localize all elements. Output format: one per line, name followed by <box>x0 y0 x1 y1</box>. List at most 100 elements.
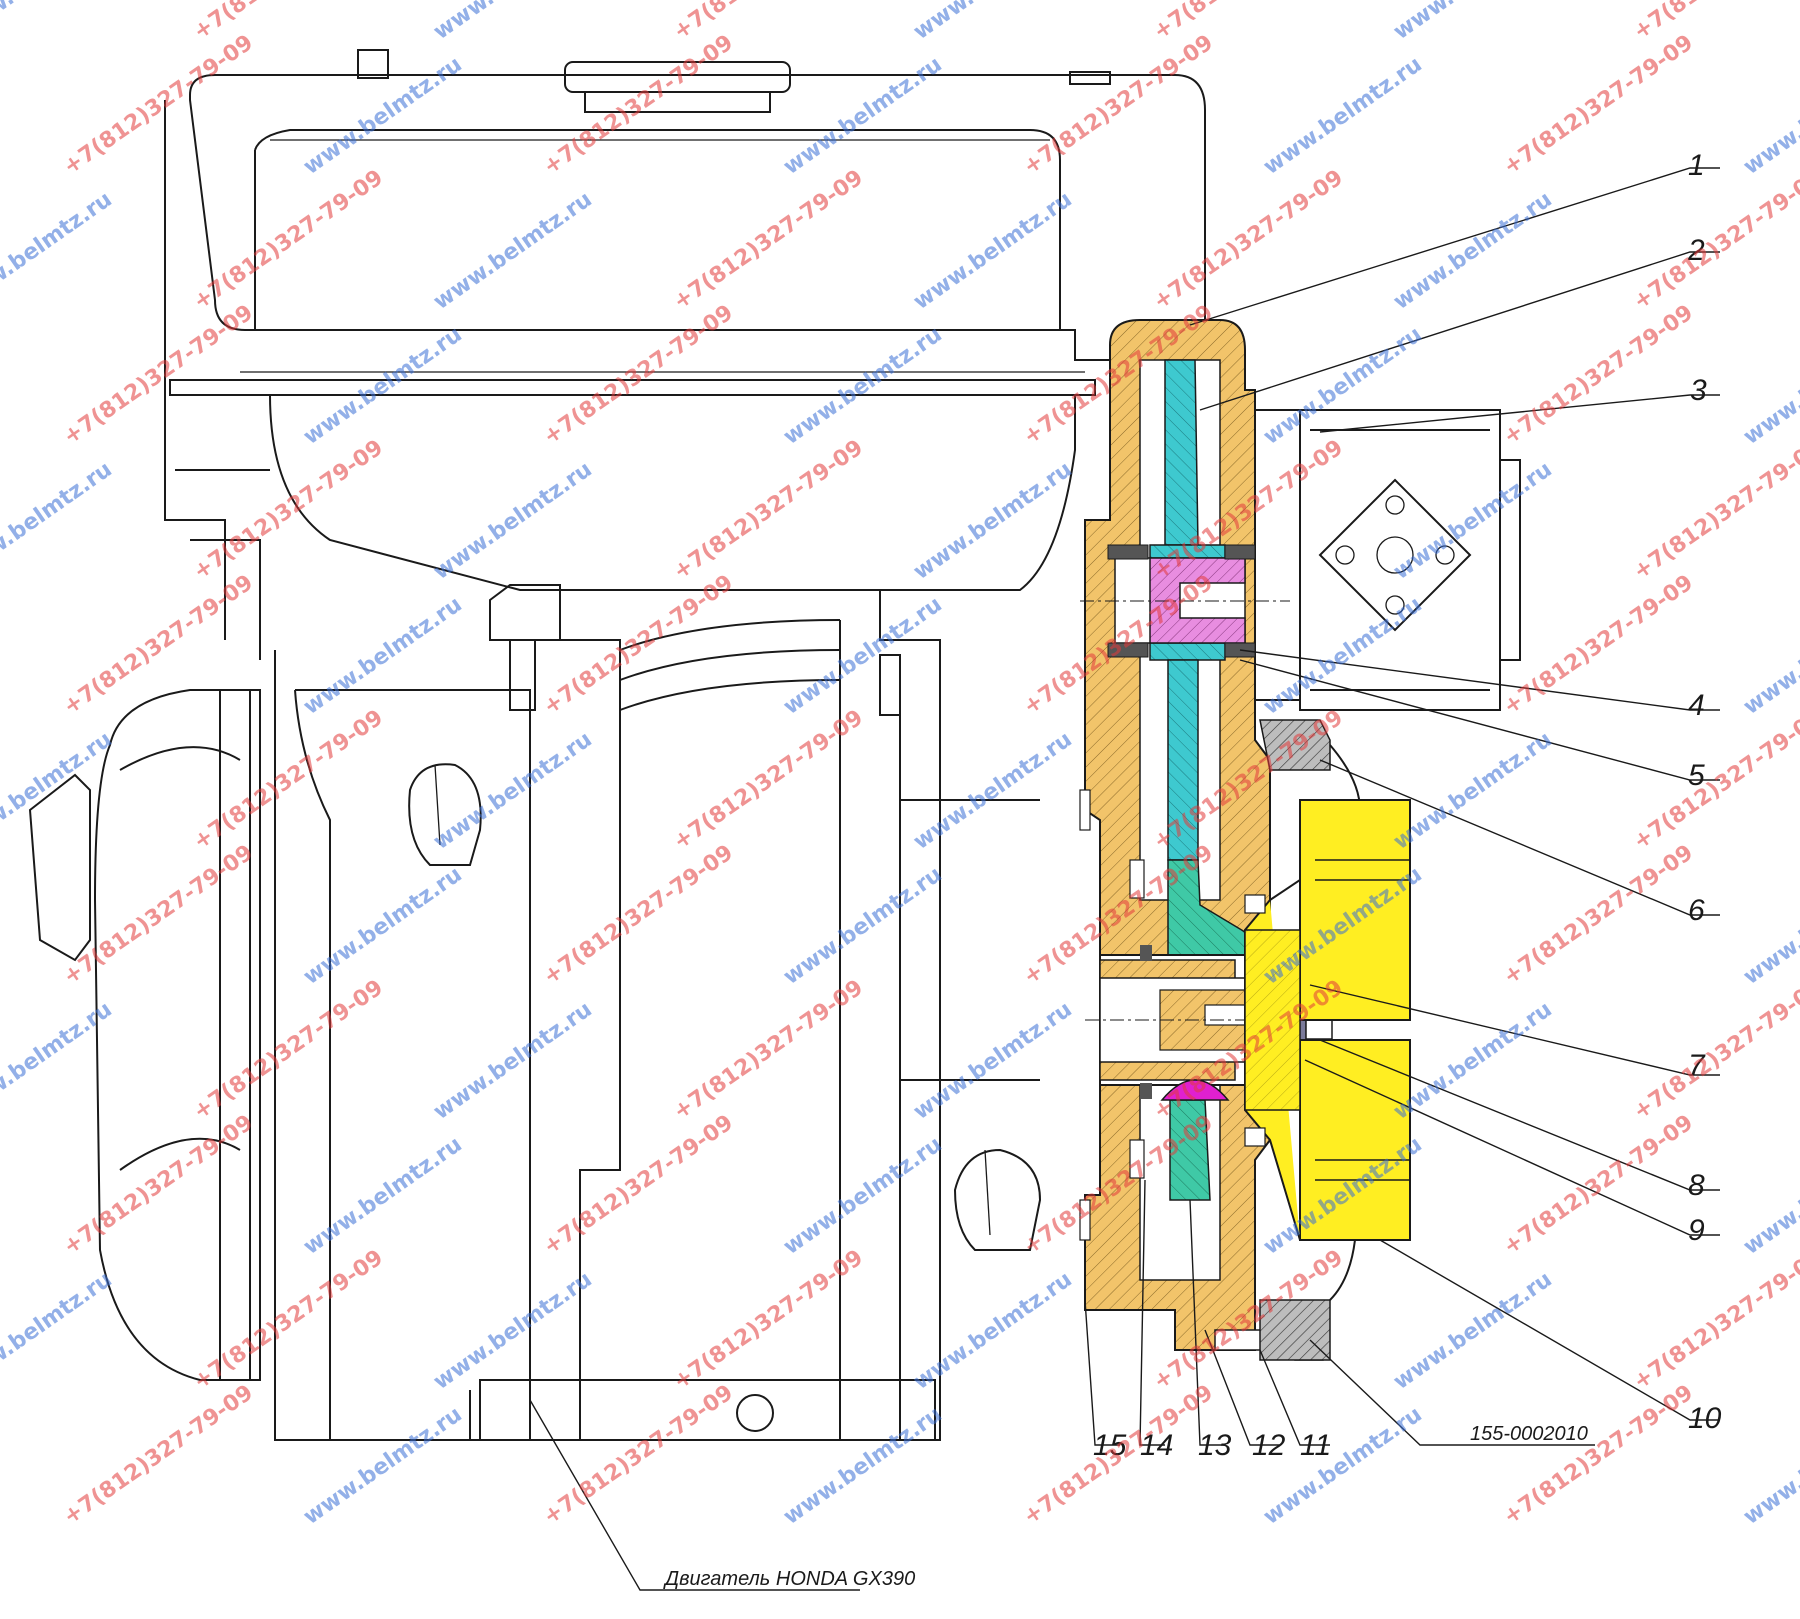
watermark-text: www.belmtz.ru <box>909 0 1077 45</box>
assembly-ref-label: 155-0002010 <box>1470 1423 1588 1445</box>
watermark-text: www.belmtz.ru <box>299 52 467 180</box>
watermark-text: www.belmtz.ru <box>0 457 117 585</box>
watermark-text: www.belmtz.ru <box>1739 1132 1800 1260</box>
watermark-text: www.belmtz.ru <box>1739 1402 1800 1530</box>
watermark-text: www.belmtz.ru <box>909 727 1077 855</box>
pump-drive-housing <box>1079 319 1333 1361</box>
watermark-text: www.belmtz.ru <box>429 187 597 315</box>
watermark-text: www.belmtz.ru <box>909 187 1077 315</box>
engine-outline <box>28 49 1206 1441</box>
watermark-text: +7(812)327-79-09 <box>1499 1110 1698 1260</box>
watermark-text: +7(812)327-79-09 <box>59 30 258 180</box>
watermark-text: www.belmtz.ru <box>299 592 467 720</box>
watermark-text: +7(812)327-79-09 <box>669 975 868 1125</box>
watermark-text: www.belmtz.ru <box>1739 322 1800 450</box>
watermark-text: +7(812)327-79-09 <box>189 1245 388 1395</box>
leader-lines <box>529 167 1720 1591</box>
watermark-text: www.belmtz.ru <box>299 1402 467 1530</box>
watermark-text: +7(812)327-79-09 <box>1149 165 1348 315</box>
watermark-text: www.belmtz.ru <box>1739 862 1800 990</box>
watermark-text: www.belmtz.ru <box>1389 727 1557 855</box>
callout-numbers: 1 2 3 4 5 6 7 8 9 10 11 12 13 14 15 155-… <box>663 149 1722 1590</box>
watermark-text: www.belmtz.ru <box>909 997 1077 1125</box>
watermark-text: www.belmtz.ru <box>1389 1267 1557 1395</box>
watermark-text: www.belmtz.ru <box>299 1132 467 1260</box>
watermark-text: www.belmtz.ru <box>779 322 947 450</box>
watermark-text: www.belmtz.ru <box>779 592 947 720</box>
watermark-text: +7(812)327-79-09 <box>59 1380 258 1530</box>
coupling-half <box>1244 799 1411 1241</box>
callout-6: 6 <box>1688 894 1705 927</box>
watermark-text: www.belmtz.ru <box>779 862 947 990</box>
watermark-text: +7(812)327-79-09 <box>669 705 868 855</box>
watermark-text: +7(812)327-79-09 <box>539 1380 738 1530</box>
callout-7: 7 <box>1688 1049 1706 1082</box>
watermark-text: +7(812)327-79-09 <box>669 0 868 45</box>
callout-9: 9 <box>1688 1214 1705 1247</box>
watermark-text: +7(812)327-79-09 <box>1019 1380 1218 1530</box>
callout-5: 5 <box>1688 759 1705 792</box>
watermark-text: www.belmtz.ru <box>1259 1402 1427 1530</box>
callout-8: 8 <box>1688 1169 1705 1202</box>
watermark-text: +7(812)327-79-09 <box>1499 30 1698 180</box>
watermark-text: www.belmtz.ru <box>1259 52 1427 180</box>
hydraulic-pump <box>1255 409 1521 711</box>
watermark-text: www.belmtz.ru <box>299 862 467 990</box>
watermark-text: +7(812)327-79-09 <box>1629 705 1800 855</box>
watermark-text: www.belmtz.ru <box>779 1132 947 1260</box>
watermark-text: www.belmtz.ru <box>1389 187 1557 315</box>
watermark-text: +7(812)327-79-09 <box>59 840 258 990</box>
watermark-text: +7(812)327-79-09 <box>1499 840 1698 990</box>
callout-13: 13 <box>1198 1429 1232 1462</box>
watermark-text: www.belmtz.ru <box>1389 0 1557 45</box>
watermark-text: +7(812)327-79-09 <box>669 165 868 315</box>
mounting-flange <box>1259 719 1361 1361</box>
watermark-text: +7(812)327-79-09 <box>1629 165 1800 315</box>
watermark-text: +7(812)327-79-09 <box>539 300 738 450</box>
callout-11: 11 <box>1300 1429 1331 1462</box>
callout-4: 4 <box>1688 689 1705 722</box>
watermark-text: www.belmtz.ru <box>1739 592 1800 720</box>
watermark-text: +7(812)327-79-09 <box>189 435 388 585</box>
watermark-text: +7(812)327-79-09 <box>539 1110 738 1260</box>
watermark-text: +7(812)327-79-09 <box>1629 975 1800 1125</box>
watermark-text: www.belmtz.ru <box>429 0 597 45</box>
watermark-text: +7(812)327-79-09 <box>539 570 738 720</box>
watermark-text: www.belmtz.ru <box>1389 997 1557 1125</box>
callout-12: 12 <box>1252 1429 1286 1462</box>
callout-10: 10 <box>1688 1402 1722 1435</box>
watermark-text: www.belmtz.ru <box>429 457 597 585</box>
watermark-text: www.belmtz.ru <box>1739 52 1800 180</box>
watermark-text: +7(812)327-79-09 <box>1499 1380 1698 1530</box>
watermark-text: +7(812)327-79-09 <box>1019 30 1218 180</box>
watermark-text: www.belmtz.ru <box>909 1267 1077 1395</box>
watermark-text: +7(812)327-79-09 <box>1629 1245 1800 1395</box>
watermark-text: www.belmtz.ru <box>429 997 597 1125</box>
callout-14: 14 <box>1140 1429 1173 1462</box>
watermark-text: www.belmtz.ru <box>0 1267 117 1395</box>
callout-2: 2 <box>1687 234 1705 267</box>
watermark-text: +7(812)327-79-09 <box>539 840 738 990</box>
callout-1: 1 <box>1688 149 1705 182</box>
watermark-text: www.belmtz.ru <box>0 0 117 45</box>
callout-3: 3 <box>1690 374 1707 407</box>
callout-15: 15 <box>1093 1429 1127 1462</box>
watermark-text: +7(812)327-79-09 <box>189 975 388 1125</box>
watermark-text: www.belmtz.ru <box>0 187 117 315</box>
watermark-text: +7(812)327-79-09 <box>669 1245 868 1395</box>
watermark-text: www.belmtz.ru <box>0 997 117 1125</box>
watermark-text: +7(812)327-79-09 <box>59 1110 258 1260</box>
watermark-text: +7(812)327-79-09 <box>189 0 388 45</box>
watermark-text: +7(812)327-79-09 <box>189 705 388 855</box>
watermark-text: +7(812)327-79-09 <box>1149 0 1348 45</box>
engine-label: Двигатель HONDA GX390 <box>663 1568 915 1590</box>
watermark-text: www.belmtz.ru <box>909 457 1077 585</box>
watermark-text: www.belmtz.ru <box>779 1402 947 1530</box>
watermark-text: www.belmtz.ru <box>1389 457 1557 585</box>
watermark-text: +7(812)327-79-09 <box>1629 435 1800 585</box>
watermark-text: www.belmtz.ru <box>779 52 947 180</box>
watermark-text: +7(812)327-79-09 <box>539 30 738 180</box>
watermark-text: +7(812)327-79-09 <box>189 165 388 315</box>
watermark-text: www.belmtz.ru <box>299 322 467 450</box>
